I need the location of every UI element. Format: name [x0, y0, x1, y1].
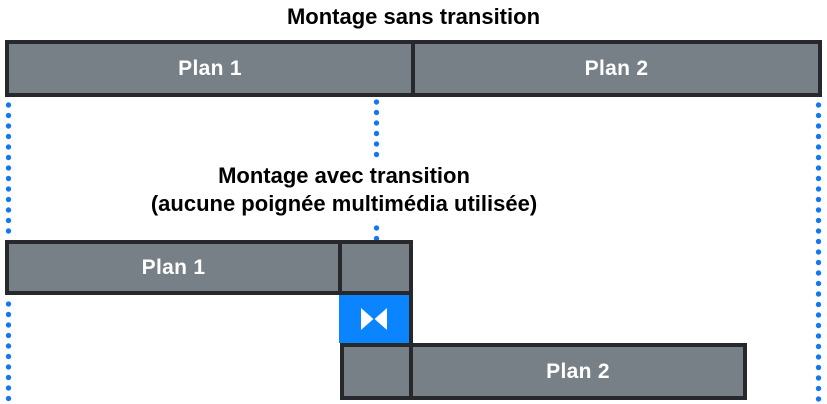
- clip-plan1-label: Plan 1: [141, 255, 206, 279]
- clip-plan2-label: Plan 2: [546, 359, 610, 383]
- clip-plan1-main: Plan 1: [9, 244, 338, 291]
- clip-plan2: Plan 2: [411, 44, 818, 93]
- timeline-with-transition-clip1: Plan 1: [5, 240, 413, 295]
- dotted-line-left-lower: [5, 301, 12, 404]
- title-with-transition-line1: Montage avec transition: [218, 163, 470, 188]
- title-no-transition: Montage sans transition: [286, 4, 541, 29]
- clip-plan1-label: Plan 1: [178, 56, 242, 80]
- clip-plan2-label: Plan 2: [584, 56, 649, 80]
- dotted-line-left-upper: [5, 102, 12, 236]
- clip-plan1: Plan 1: [9, 44, 411, 93]
- timeline-with-transition-clip2: Plan 2: [340, 343, 747, 400]
- title-with-transition: Montage avec transition (aucune poignée …: [142, 160, 546, 220]
- timeline-no-transition: Plan 1 Plan 2: [5, 40, 822, 97]
- title-with-transition-line2: (aucune poignée multimédia utilisée): [150, 191, 538, 216]
- clip-plan2-handle: [344, 347, 409, 396]
- bowtie-transition-icon: [361, 308, 387, 330]
- transition-clip: [339, 295, 413, 343]
- dotted-line-right: [815, 102, 822, 404]
- clip-plan2-main: Plan 2: [409, 347, 743, 396]
- clip-plan1-handle: [338, 244, 409, 291]
